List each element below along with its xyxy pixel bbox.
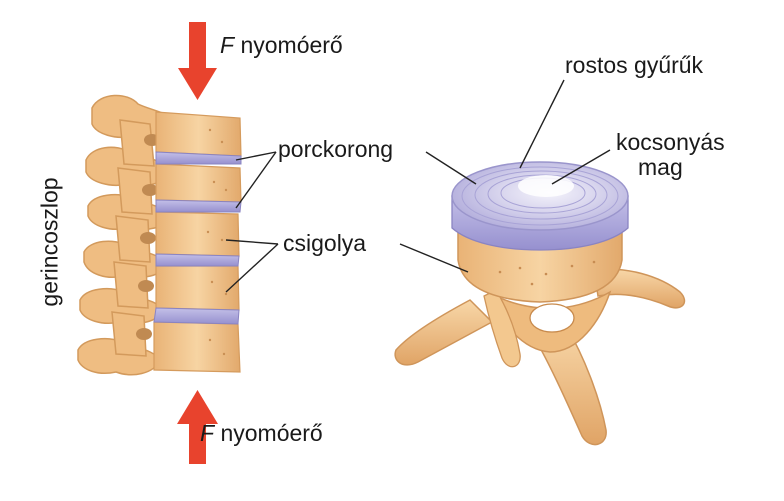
disc-label: porckorong	[278, 138, 393, 161]
single-vertebra	[395, 162, 684, 445]
transverse-process-left	[395, 300, 492, 365]
vertebral-bodies	[154, 112, 241, 372]
gel-core	[518, 175, 574, 197]
vertebral-canal	[530, 304, 574, 332]
spine-label: gerincoszlop	[39, 177, 62, 306]
leader-disc-right	[426, 152, 476, 184]
gel-core-label-line2: mag	[638, 154, 683, 180]
force-label-top: F nyomóerő	[220, 34, 343, 57]
fibrous-rings-label: rostos gyűrűk	[565, 54, 703, 77]
force-symbol: F	[220, 32, 234, 58]
spine-column	[78, 95, 241, 374]
force-word: nyomóerő	[214, 420, 323, 446]
gel-core-label-line1: kocsonyás	[616, 129, 725, 155]
leader-rings	[520, 80, 564, 168]
force-arrow-down	[178, 22, 217, 100]
force-label-bottom: F nyomóerő	[200, 422, 323, 445]
vertebra-label: csigolya	[283, 232, 366, 255]
force-word: nyomóerő	[234, 32, 343, 58]
force-symbol: F	[200, 420, 214, 446]
leader-disc-1	[236, 152, 276, 160]
leader-disc-2	[236, 152, 276, 208]
